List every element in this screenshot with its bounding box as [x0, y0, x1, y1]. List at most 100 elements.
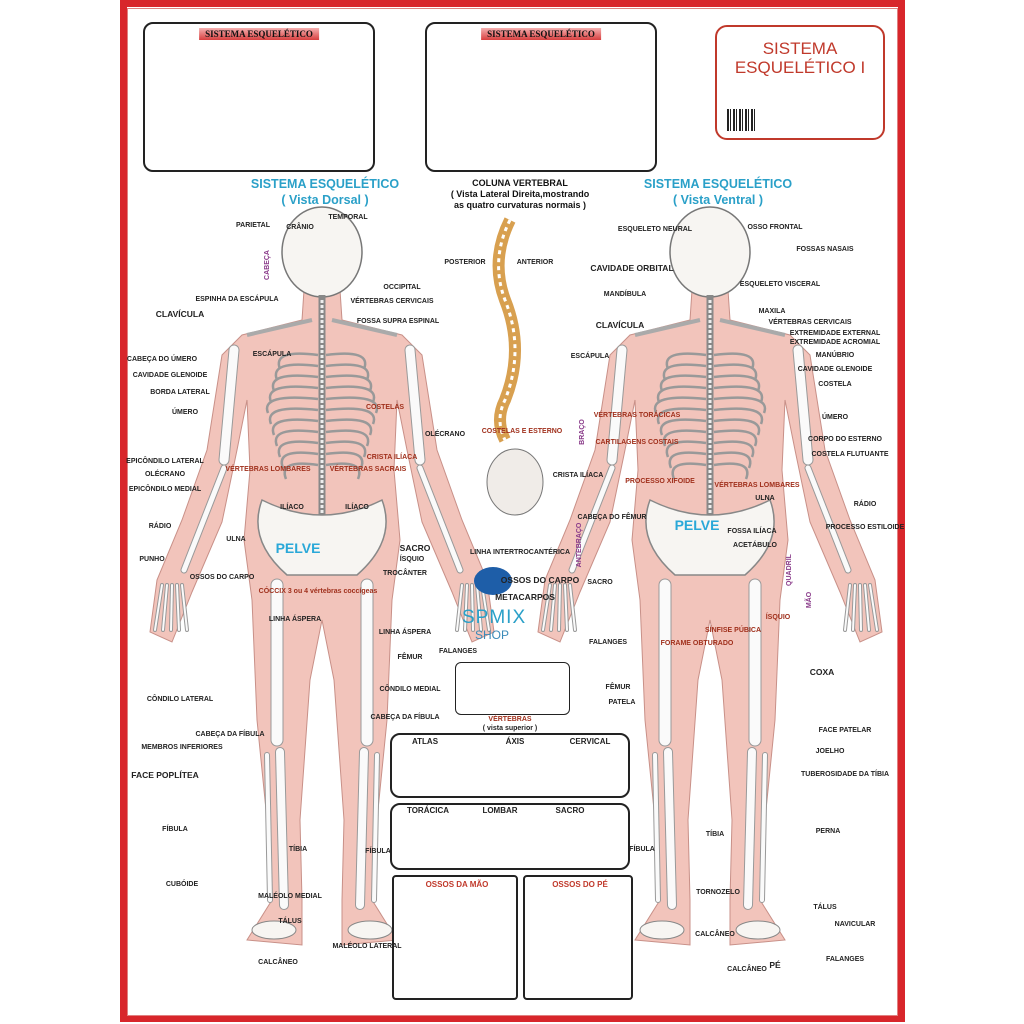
dorsal-label: LINHA ÁSPERA: [268, 616, 322, 623]
ventral-label: ESQUELETO NEURAL: [617, 226, 693, 233]
ventral-label: NAVICULAR: [834, 921, 876, 928]
ventral-finger-inner: [864, 584, 870, 631]
ventral-rib: [662, 429, 758, 447]
ventral-finger-inner: [558, 584, 561, 631]
ventral-label: JOELHO: [815, 748, 845, 755]
hand-bones-box: OSSOS DA MÃO: [392, 875, 518, 1000]
ventral-label: MANÚBRIO: [815, 352, 855, 359]
dorsal-label: ILÍACO: [280, 504, 304, 511]
dorsal-label: PARIETAL: [236, 222, 270, 229]
ventral-humerus-inner: [793, 345, 813, 465]
dorsal-label: TEMPORAL: [328, 214, 368, 221]
foot-bones-box: OSSOS DO PÉ: [523, 875, 633, 1000]
ventral-foot: [639, 920, 685, 940]
dorsal-label: OLÉCRANO: [424, 431, 466, 438]
dorsal-label: CABEÇA DA FÍBULA: [195, 731, 265, 738]
ventral-label: CAVIDADE GLENOIDE: [797, 366, 873, 373]
ventral-label: TORNOZELO: [696, 889, 740, 896]
ventral-clavicle: [634, 318, 786, 337]
skull-side-title: SISTEMA ESQUELÉTICO: [481, 28, 601, 40]
spine-heading-3: as quatro curvaturas normais ): [453, 200, 587, 210]
ventral-label: PROCESSO XIFOIDE: [625, 478, 695, 485]
ventral-label: FÊMUR: [605, 684, 631, 691]
dorsal-finger-inner: [176, 584, 180, 631]
dorsal-humerus-inner: [405, 345, 425, 465]
dorsal-rib: [277, 352, 367, 370]
dorsal-label: FOSSA SUPRA ESPINAL: [356, 318, 440, 325]
foot-bones-title: OSSOS DO PÉ: [552, 880, 608, 889]
vertebra-lumbar: LOMBAR: [482, 806, 518, 815]
dorsal-label: CÔNDILO LATERAL: [146, 696, 214, 703]
ventral-label: CABEÇA DO FÊMUR: [577, 514, 647, 521]
ventral-label: FORAME OBTURADO: [660, 640, 734, 647]
dorsal-label: SACRO: [399, 543, 431, 553]
dorsal-rib: [283, 462, 361, 480]
center-label: ANTERIOR: [516, 259, 554, 266]
ventral-label: RÁDIO: [853, 501, 877, 508]
ventral-pelvis: [645, 498, 775, 576]
ventral-rib: [659, 374, 761, 392]
dorsal-label: OSSOS DO CARPO: [189, 574, 255, 581]
ventral-skull: [669, 206, 751, 298]
vertebrae-box-1: [390, 733, 630, 798]
dorsal-finger-inner: [154, 584, 163, 631]
ventral-label: EXTREMIDADE EXTERNAL: [789, 330, 881, 337]
ventral-label: ESCÁPULA: [570, 353, 610, 360]
ventral-rib: [665, 352, 755, 370]
hand-bones-title: OSSOS DA MÃO: [425, 880, 489, 889]
dorsal-label: CRÂNIO: [286, 224, 314, 231]
vertebra-sacrum: SACRO: [555, 806, 585, 815]
dorsal-humerus-inner: [219, 345, 239, 465]
dorsal-foot: [347, 920, 393, 940]
ventral-rib: [656, 407, 764, 425]
dorsal-finger-inner: [471, 584, 474, 631]
ventral-rib: [668, 451, 752, 469]
ventral-finger-inner: [852, 584, 856, 631]
ventral-finger-inner: [542, 584, 551, 631]
ventral-forearm-inner: [569, 465, 615, 573]
ventral-fibula-inner: [653, 753, 660, 902]
dorsal-rib: [274, 429, 370, 447]
dorsal-label: FACE POPLÍTEA: [131, 770, 199, 780]
ventral-label: BRAÇO: [579, 419, 586, 445]
dorsal-label: CRISTA ILÍACA: [366, 454, 418, 461]
ventral-forearm-inner: [805, 465, 851, 573]
ventral-label: VÉRTEBRAS CERVICAIS: [768, 319, 852, 326]
dorsal-label: RÁDIO: [148, 523, 172, 530]
ventral-label: CRISTA ILÍACA: [552, 472, 604, 479]
center-label: METACARPOS: [495, 592, 555, 602]
ventral-label: ULNA: [755, 495, 775, 502]
dorsal-rib: [280, 451, 364, 469]
dorsal-rib: [265, 396, 379, 414]
dorsal-label: ESCÁPULA: [252, 351, 292, 358]
dorsal-tibia-inner: [356, 748, 368, 909]
dorsal-label: CÓCCIX 3 ou 4 vértebras coccígeas: [258, 588, 378, 595]
dorsal-label: PELVE: [275, 540, 321, 556]
dorsal-label: CABEÇA DA FÍBULA: [370, 714, 440, 721]
ventral-silhouette: [537, 289, 883, 946]
ventral-label: PROCESSO ESTILOIDE: [825, 524, 905, 531]
dorsal-rib: [271, 418, 373, 436]
dorsal-rib: [277, 440, 367, 458]
ventral-label: SACRO: [587, 579, 613, 586]
ventral-label: TUBEROSIDADE DA TÍBIA: [800, 771, 890, 778]
center-label: POSTERIOR: [444, 259, 486, 266]
ventral-label: CORPO DO ESTERNO: [808, 436, 882, 443]
center-label: OSSOS DO CARPO: [500, 575, 580, 585]
dorsal-finger-inner: [162, 584, 168, 631]
ventral-label: FALANGES: [825, 956, 865, 963]
dorsal-label: FÍBULA: [162, 826, 188, 833]
title-line1: SISTEMA: [762, 39, 838, 58]
ventral-label: PÉ: [769, 960, 781, 970]
ventral-heading: SISTEMA ESQUELÉTICO( Vista Ventral ): [644, 176, 792, 208]
ventral-rib: [656, 385, 764, 403]
spine-heading-1: COLUNA VERTEBRAL: [472, 178, 568, 188]
ventral-rib: [671, 462, 749, 480]
dorsal-finger-inner: [170, 584, 173, 631]
spine-lateral-discs: [497, 219, 517, 441]
dorsal-rib: [271, 374, 373, 392]
ventral-label: VÉRTEBRAS LOMBARES: [714, 482, 800, 489]
ventral-label: OSSO FRONTAL: [747, 224, 803, 231]
dorsal-label: ULNA: [226, 536, 246, 543]
ventral-rib: [659, 418, 761, 436]
